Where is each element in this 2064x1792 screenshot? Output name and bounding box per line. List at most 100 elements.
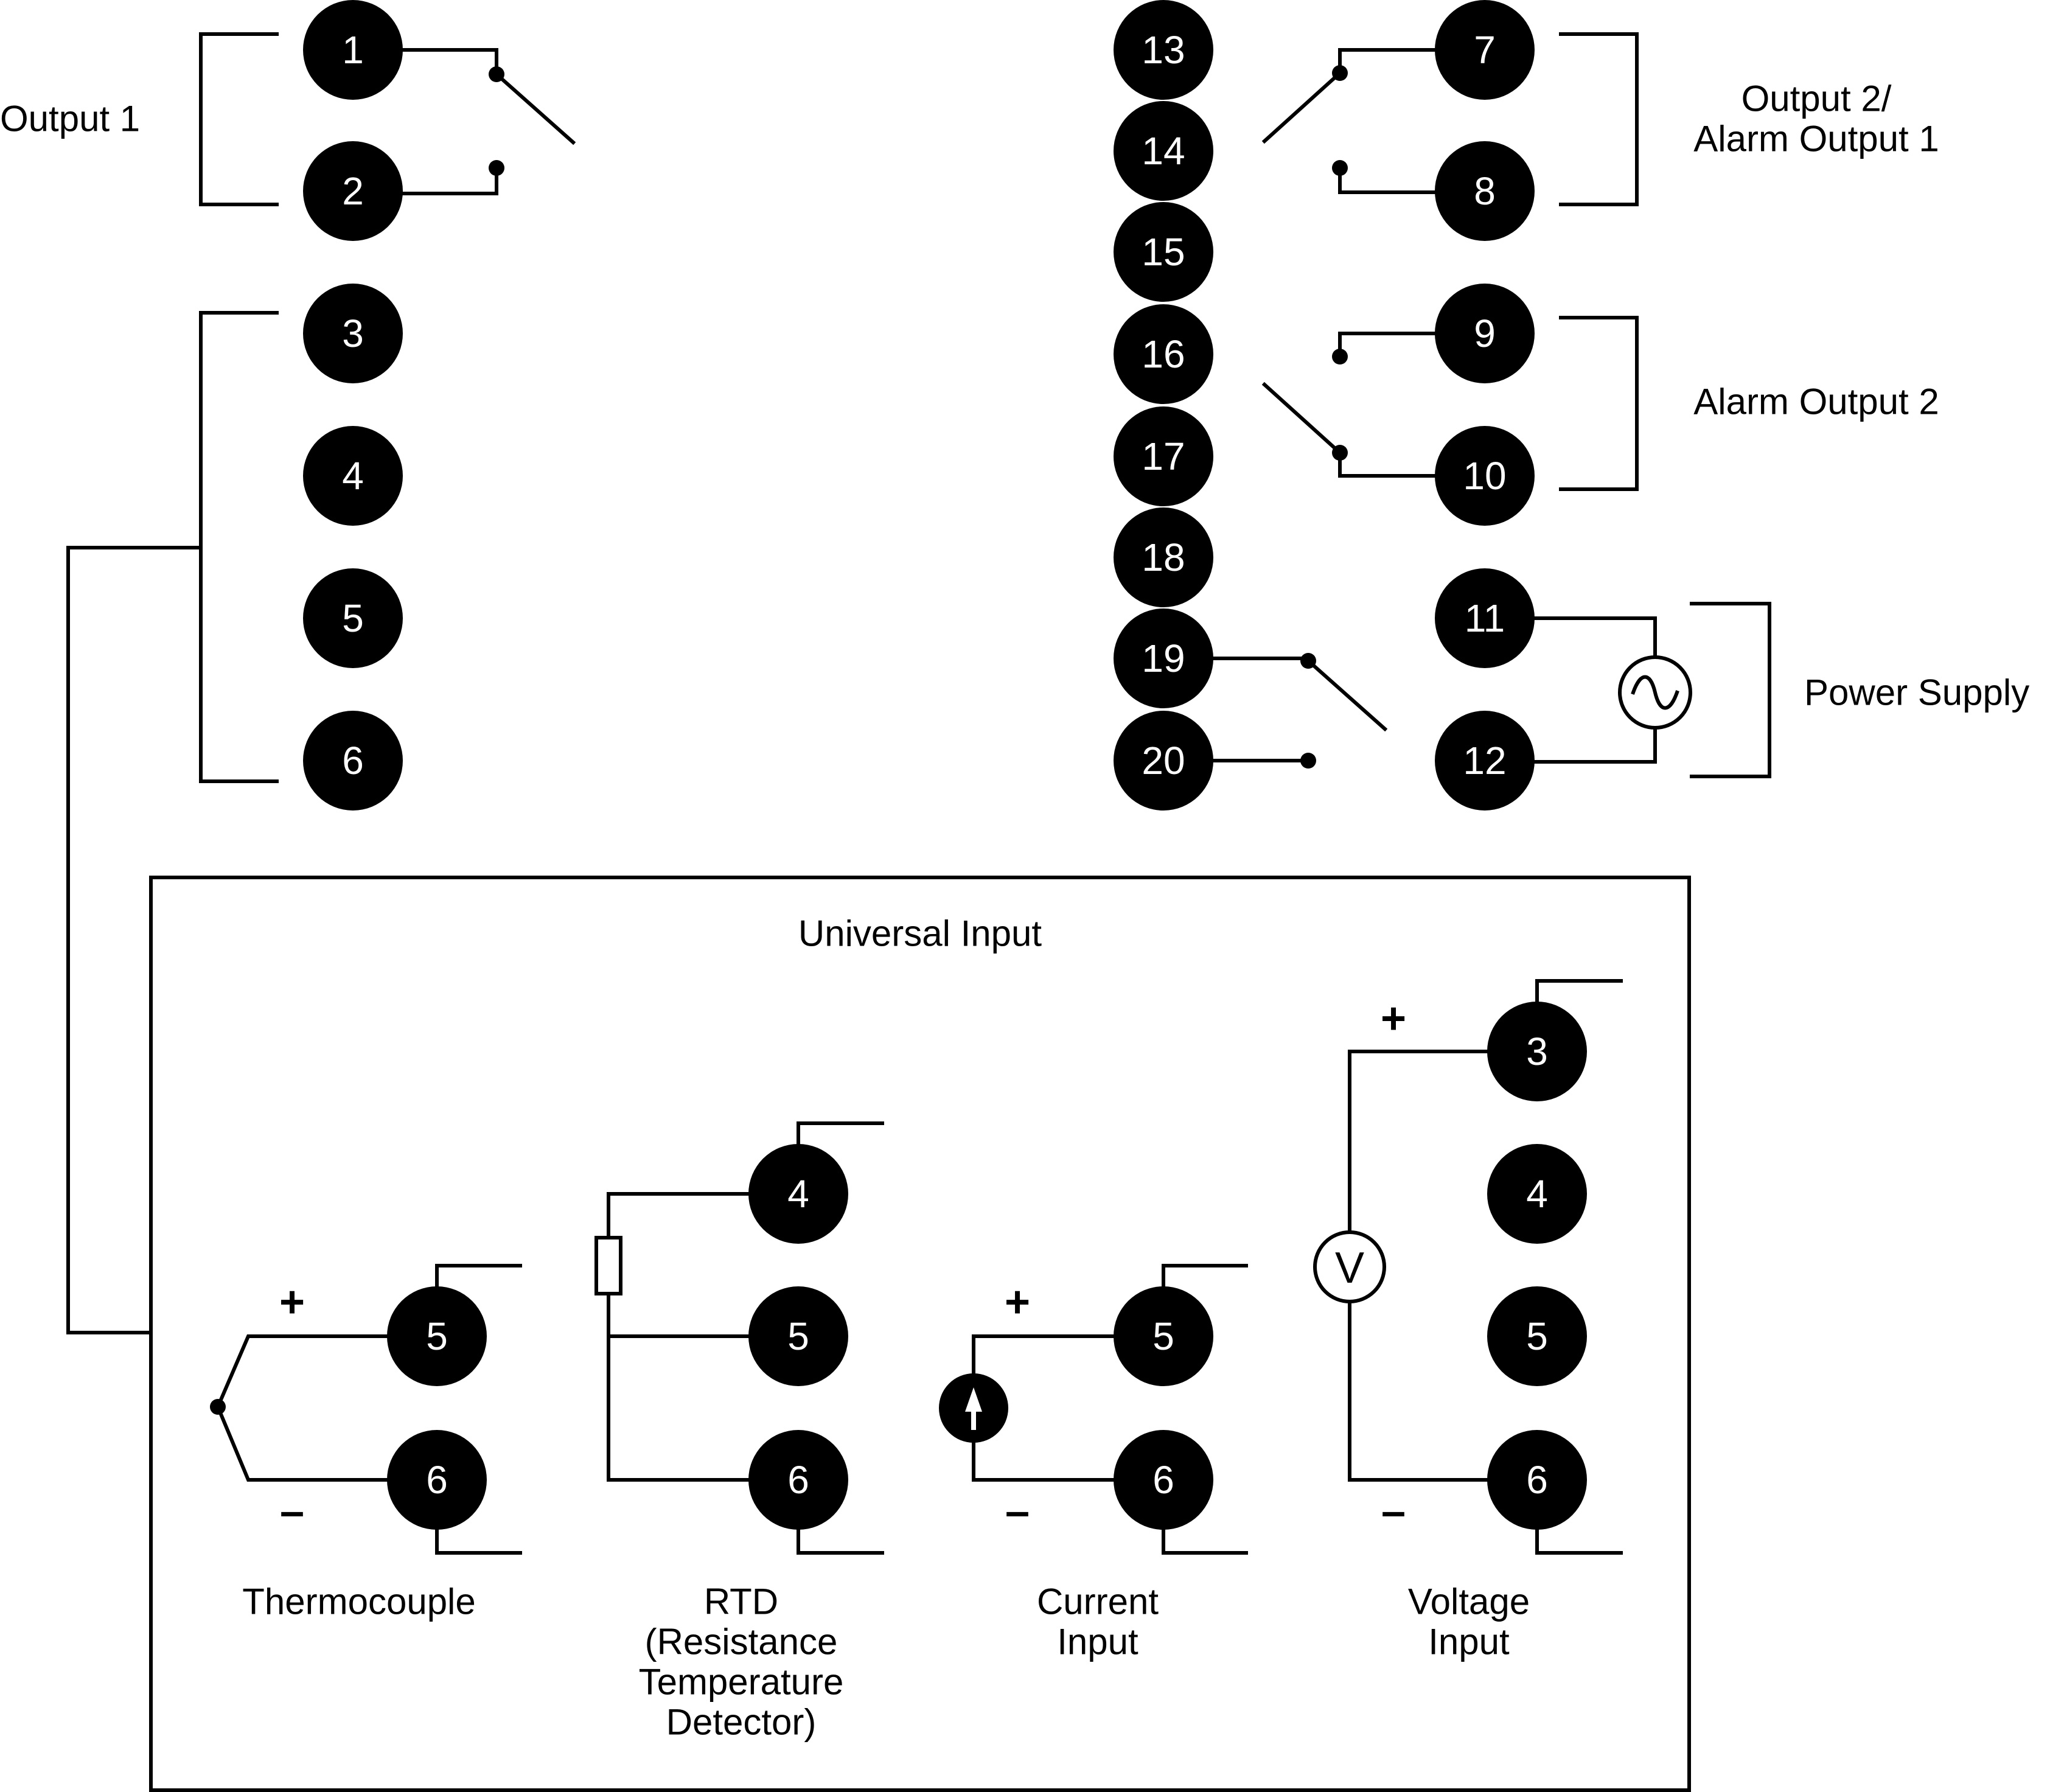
svg-text:6: 6 xyxy=(1152,1458,1174,1502)
svg-text:7: 7 xyxy=(1474,28,1496,72)
voltage-input-label-line2: Input xyxy=(1428,1622,1510,1662)
universal-input-box xyxy=(149,876,1691,1792)
terminal-19: 19 xyxy=(1114,608,1213,708)
terminal-7: 7 xyxy=(1435,0,1535,100)
ci-terminal-6: 6 xyxy=(1114,1430,1213,1530)
output2-label-line1: Output 2/ xyxy=(1742,78,1892,119)
svg-text:1: 1 xyxy=(342,28,364,72)
terminal-16: 16 xyxy=(1114,304,1213,404)
svg-text:14: 14 xyxy=(1142,129,1185,173)
terminal-10: 10 xyxy=(1435,426,1535,526)
center-terminal-column: 13 14 15 16 17 18 19 20 xyxy=(1114,0,1213,811)
svg-text:16: 16 xyxy=(1142,332,1185,376)
ci-terminal-5: 5 xyxy=(1114,1286,1213,1386)
power-supply-label: Power Supply xyxy=(1804,672,2029,713)
alarm2-relay-switch-icon xyxy=(1261,332,1437,478)
svg-text:4: 4 xyxy=(787,1172,809,1216)
svg-text:6: 6 xyxy=(426,1458,448,1502)
thermocouple-label: Thermocouple xyxy=(242,1581,476,1622)
terminal-5: 5 xyxy=(303,568,403,668)
svg-text:11: 11 xyxy=(1465,596,1505,640)
vi-terminal-5: 5 xyxy=(1487,1286,1587,1386)
thermocouple-plus: + xyxy=(279,1278,305,1327)
thermocouple-section: + – 5 6 Thermocouple xyxy=(210,1264,522,1622)
vi-terminal-6: 6 xyxy=(1487,1430,1587,1530)
terminal-12: 12 xyxy=(1435,711,1535,811)
vi-terminal-3: 3 xyxy=(1487,1002,1587,1101)
svg-text:15: 15 xyxy=(1142,230,1185,274)
terminal-1: 1 xyxy=(303,0,403,100)
rtd-terminal-5: 5 xyxy=(748,1286,848,1386)
rtd-terminal-4: 4 xyxy=(748,1144,848,1244)
terminal-11: 11 xyxy=(1435,568,1535,668)
thermocouple-junction xyxy=(210,1399,226,1415)
universal-input-title: Universal Input xyxy=(798,913,1042,954)
output2-bracket xyxy=(1559,32,1639,206)
rtd-label-line1: RTD xyxy=(704,1581,778,1622)
svg-text:8: 8 xyxy=(1474,169,1496,213)
svg-text:13: 13 xyxy=(1142,28,1185,72)
current-input-section: + – 5 6 Current Input xyxy=(939,1264,1248,1662)
current-minus: – xyxy=(1005,1487,1030,1536)
output1-relay-switch-icon xyxy=(401,48,576,195)
input-link-wire xyxy=(66,546,203,1334)
right-terminal-column: 7 8 9 10 11 12 xyxy=(1435,0,1535,811)
svg-text:3: 3 xyxy=(342,312,364,355)
rtd-label-line2: (Resistance xyxy=(645,1622,838,1662)
output2-label-line2: Alarm Output 1 xyxy=(1693,119,1939,159)
power-supply-circuit xyxy=(1533,616,1692,764)
terminal-2: 2 xyxy=(303,141,403,241)
voltmeter-icon: V xyxy=(1313,1230,1386,1303)
svg-text:6: 6 xyxy=(1526,1458,1548,1502)
terminal-15: 15 xyxy=(1114,202,1213,302)
terminal-4: 4 xyxy=(303,426,403,526)
alarm2-label: Alarm Output 2 xyxy=(1693,382,1939,422)
tc-terminal-5: 5 xyxy=(387,1286,487,1386)
svg-text:5: 5 xyxy=(1152,1314,1174,1358)
terminal-18: 18 xyxy=(1114,507,1213,607)
alarm2-bracket xyxy=(1559,316,1639,491)
terminal-3: 3 xyxy=(303,284,403,383)
terminal-8: 8 xyxy=(1435,141,1535,241)
input-terminals-bracket xyxy=(199,311,279,783)
svg-text:5: 5 xyxy=(426,1314,448,1358)
voltmeter-label: V xyxy=(1335,1244,1364,1292)
svg-text:12: 12 xyxy=(1463,739,1506,783)
terminal-17: 17 xyxy=(1114,406,1213,506)
svg-text:5: 5 xyxy=(1526,1314,1548,1358)
svg-text:10: 10 xyxy=(1463,454,1506,498)
voltage-plus: + xyxy=(1381,994,1406,1043)
svg-text:5: 5 xyxy=(787,1314,809,1358)
thermocouple-minus: – xyxy=(280,1487,304,1536)
svg-text:9: 9 xyxy=(1474,312,1496,355)
terminal-9: 9 xyxy=(1435,284,1535,383)
tc-terminal-6: 6 xyxy=(387,1430,487,1530)
current-source-arrow-icon xyxy=(939,1373,1008,1443)
svg-text:4: 4 xyxy=(342,454,364,498)
terminal-19-20-switch-icon xyxy=(1212,653,1388,769)
vi-terminal-4: 4 xyxy=(1487,1144,1587,1244)
current-input-label-line1: Current xyxy=(1037,1581,1159,1622)
output1-label: Output 1 xyxy=(0,99,140,139)
svg-text:20: 20 xyxy=(1142,739,1185,783)
svg-text:5: 5 xyxy=(342,596,364,640)
terminal-13: 13 xyxy=(1114,0,1213,100)
current-plus: + xyxy=(1005,1278,1030,1327)
rtd-section: 4 5 6 RTD (Resistance Temperature Detect… xyxy=(594,1121,884,1743)
rtd-label-line3: Temperature xyxy=(639,1662,844,1703)
svg-text:2: 2 xyxy=(342,169,364,213)
current-input-label-line2: Input xyxy=(1057,1622,1138,1662)
output1-bracket xyxy=(199,32,279,206)
svg-text:6: 6 xyxy=(787,1458,809,1502)
voltage-input-label-line1: Voltage xyxy=(1408,1581,1530,1622)
svg-text:6: 6 xyxy=(342,739,364,783)
rtd-label-line4: Detector) xyxy=(666,1702,817,1743)
svg-text:17: 17 xyxy=(1142,434,1185,478)
output2-relay-switch-icon xyxy=(1261,48,1437,194)
power-bracket xyxy=(1690,602,1771,778)
svg-text:4: 4 xyxy=(1526,1172,1548,1216)
svg-text:18: 18 xyxy=(1142,535,1185,579)
left-terminal-column: 1 2 3 4 5 6 xyxy=(303,0,403,811)
terminal-14: 14 xyxy=(1114,101,1213,201)
